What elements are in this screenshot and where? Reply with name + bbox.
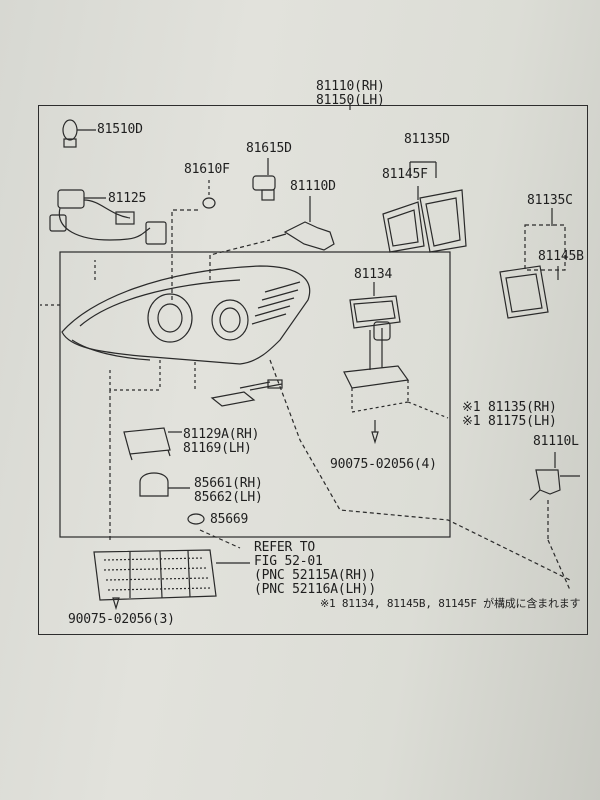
- part-label-81610f: 81610F: [184, 162, 230, 177]
- part-label-81145f: 81145F: [382, 167, 428, 182]
- note-marker: ※1: [462, 400, 488, 415]
- part-label-85669: 85669: [210, 512, 249, 527]
- part-label-81135d: 81135D: [404, 132, 450, 147]
- part-label-screw-4: 90075-02056(4): [330, 457, 437, 472]
- refer-to-fig-note: REFER TO FIG 52-01 (PNC 52115A(RH)) (PNC…: [254, 540, 377, 597]
- part-label-81615d: 81615D: [246, 141, 292, 156]
- part-label-81135c: 81135C: [527, 193, 573, 208]
- part-label-81135-rh: ※1 81135(RH) ※1 81175(LH): [462, 400, 557, 429]
- part-label-screw-3: 90075-02056(3): [68, 612, 175, 627]
- diagram-frame: [38, 105, 588, 635]
- note-marker: ※1: [462, 414, 488, 429]
- assembly-part-number: 81110(RH) 81150(LH): [316, 80, 385, 108]
- part-label-85661: 85661(RH) 85662(LH): [194, 476, 263, 505]
- part-label-81110d: 81110D: [290, 179, 336, 194]
- part-label-81110l: 81110L: [533, 434, 579, 449]
- part-label-81150-lh: 81150(LH): [316, 93, 385, 108]
- part-label-81134: 81134: [354, 267, 393, 282]
- part-label-81145b: 81145B: [538, 249, 584, 264]
- part-label-81129a: 81129A(RH) 81169(LH): [183, 427, 260, 456]
- part-label-81510d: 81510D: [97, 122, 143, 137]
- part-label-81125: 81125: [108, 191, 147, 206]
- footnote: ※1 81134, 81145B, 81145F が構成に含まれます: [320, 597, 581, 610]
- part-label-81110-rh: 81110(RH): [316, 79, 385, 94]
